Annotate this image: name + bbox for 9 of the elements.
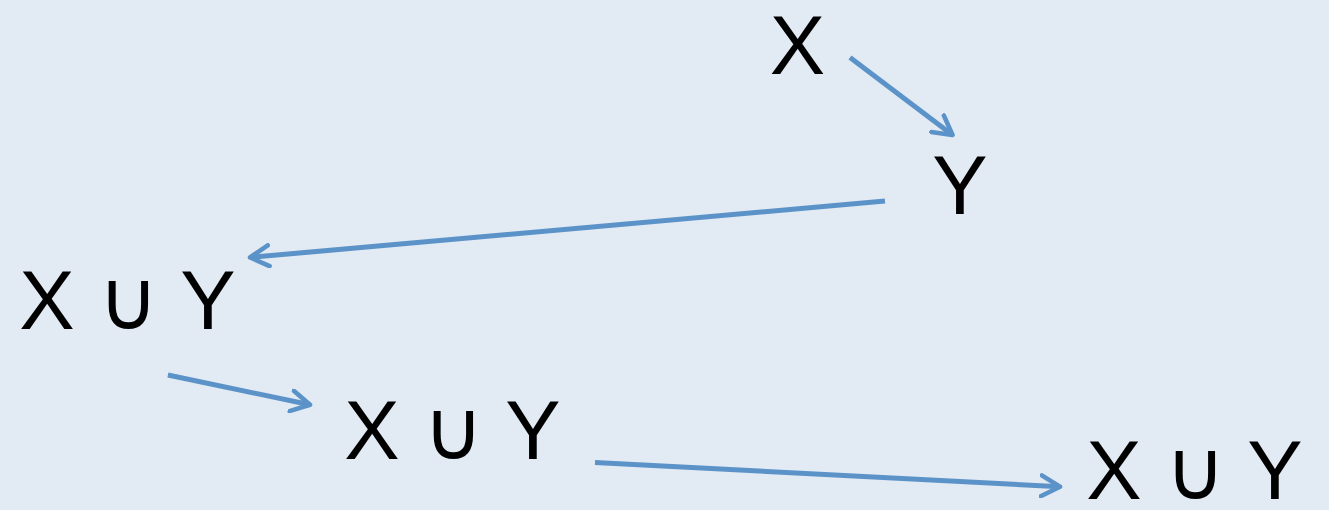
- arrow: [848, 55, 955, 138]
- math-expression: X ∪ Y: [344, 388, 561, 472]
- arrow: [594, 459, 1063, 499]
- math-expression: X ∪ Y: [1086, 428, 1303, 510]
- arrow: [167, 372, 313, 414]
- math-expression: Y: [932, 143, 988, 227]
- math-expression: X: [769, 3, 826, 87]
- math-expression: X ∪ Y: [19, 258, 236, 342]
- arrow: [247, 198, 886, 269]
